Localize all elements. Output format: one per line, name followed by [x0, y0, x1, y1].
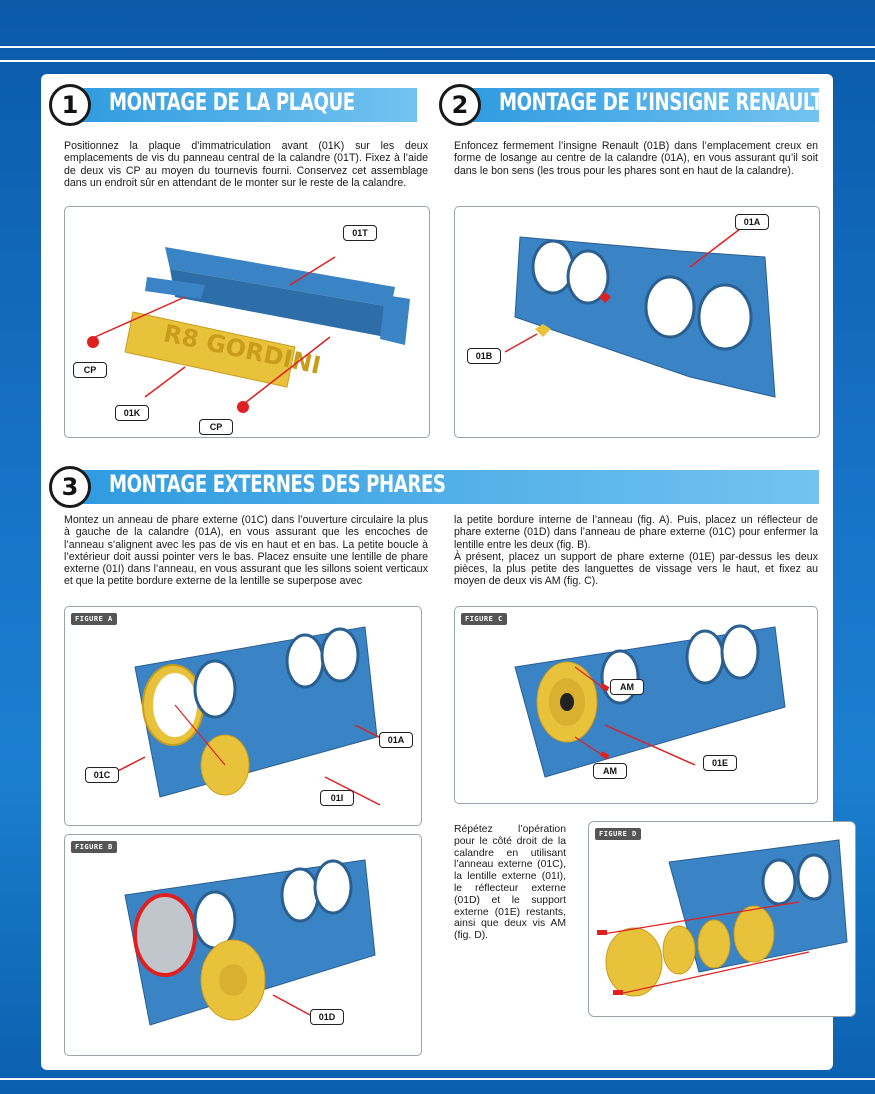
- label-AM-2: AM: [593, 763, 627, 779]
- step1-number: 1: [49, 84, 91, 126]
- label-01A: 01A: [735, 214, 769, 230]
- figure-b-tag: FIGURE B: [71, 841, 117, 853]
- label-01B: 01B: [467, 348, 501, 364]
- label-01I: 01I: [320, 790, 354, 806]
- figure-b: FIGURE B 01D: [64, 834, 422, 1056]
- step1-text: Positionnez la plaque d’immatriculation …: [64, 140, 428, 189]
- figure-a-tag: FIGURE A: [71, 613, 117, 625]
- step3-number: 3: [49, 466, 91, 508]
- step1-header: 1 MONTAGE DE LA PLAQUE: [49, 84, 417, 126]
- instruction-page: 1 MONTAGE DE LA PLAQUE Positionnez la pl…: [41, 74, 833, 1070]
- label-01A: 01A: [379, 732, 413, 748]
- step3-header: 3 MONTAGE EXTERNES DES PHARES: [49, 466, 819, 508]
- bottom-stripe: [0, 1078, 875, 1080]
- label-01K: 01K: [115, 405, 149, 421]
- label-01C: 01C: [85, 767, 119, 783]
- step3-repeat-text: Répétez l’opération pour le côté droit d…: [454, 824, 566, 942]
- label-CP-2: CP: [199, 419, 233, 435]
- figure-c: FIGURE C AM AM 01E: [454, 606, 818, 804]
- label-01T: 01T: [343, 225, 377, 241]
- step2-figure: 01A 01B: [454, 206, 820, 438]
- label-01D: 01D: [310, 1009, 344, 1025]
- step1-figure: R8 GORDINI 01T CP 01K CP: [64, 206, 430, 438]
- step3-text-right: la petite bordure interne de l’anneau (f…: [454, 514, 818, 588]
- step2-number: 2: [439, 84, 481, 126]
- label-CP-1: CP: [73, 362, 107, 378]
- step2-text: Enfoncez fermement l’insigne Renault (01…: [454, 140, 818, 177]
- label-AM-1: AM: [610, 679, 644, 695]
- top-stripe-2: [0, 60, 875, 62]
- figure-d-tag: FIGURE D: [595, 828, 641, 840]
- step2-title: MONTAGE DE L’INSIGNE RENAULT: [499, 88, 823, 116]
- step2-header: 2 MONTAGE DE L’INSIGNE RENAULT: [439, 84, 823, 126]
- figure-d: FIGURE D: [588, 821, 856, 1017]
- label-01E: 01E: [703, 755, 737, 771]
- top-stripe: [0, 46, 875, 48]
- step1-title: MONTAGE DE LA PLAQUE: [109, 88, 355, 116]
- figure-c-tag: FIGURE C: [461, 613, 507, 625]
- step3-title: MONTAGE EXTERNES DES PHARES: [109, 470, 446, 498]
- figure-a: FIGURE A 01A 01C 01I: [64, 606, 422, 826]
- step3-text-left: Montez un anneau de phare externe (01C) …: [64, 514, 428, 588]
